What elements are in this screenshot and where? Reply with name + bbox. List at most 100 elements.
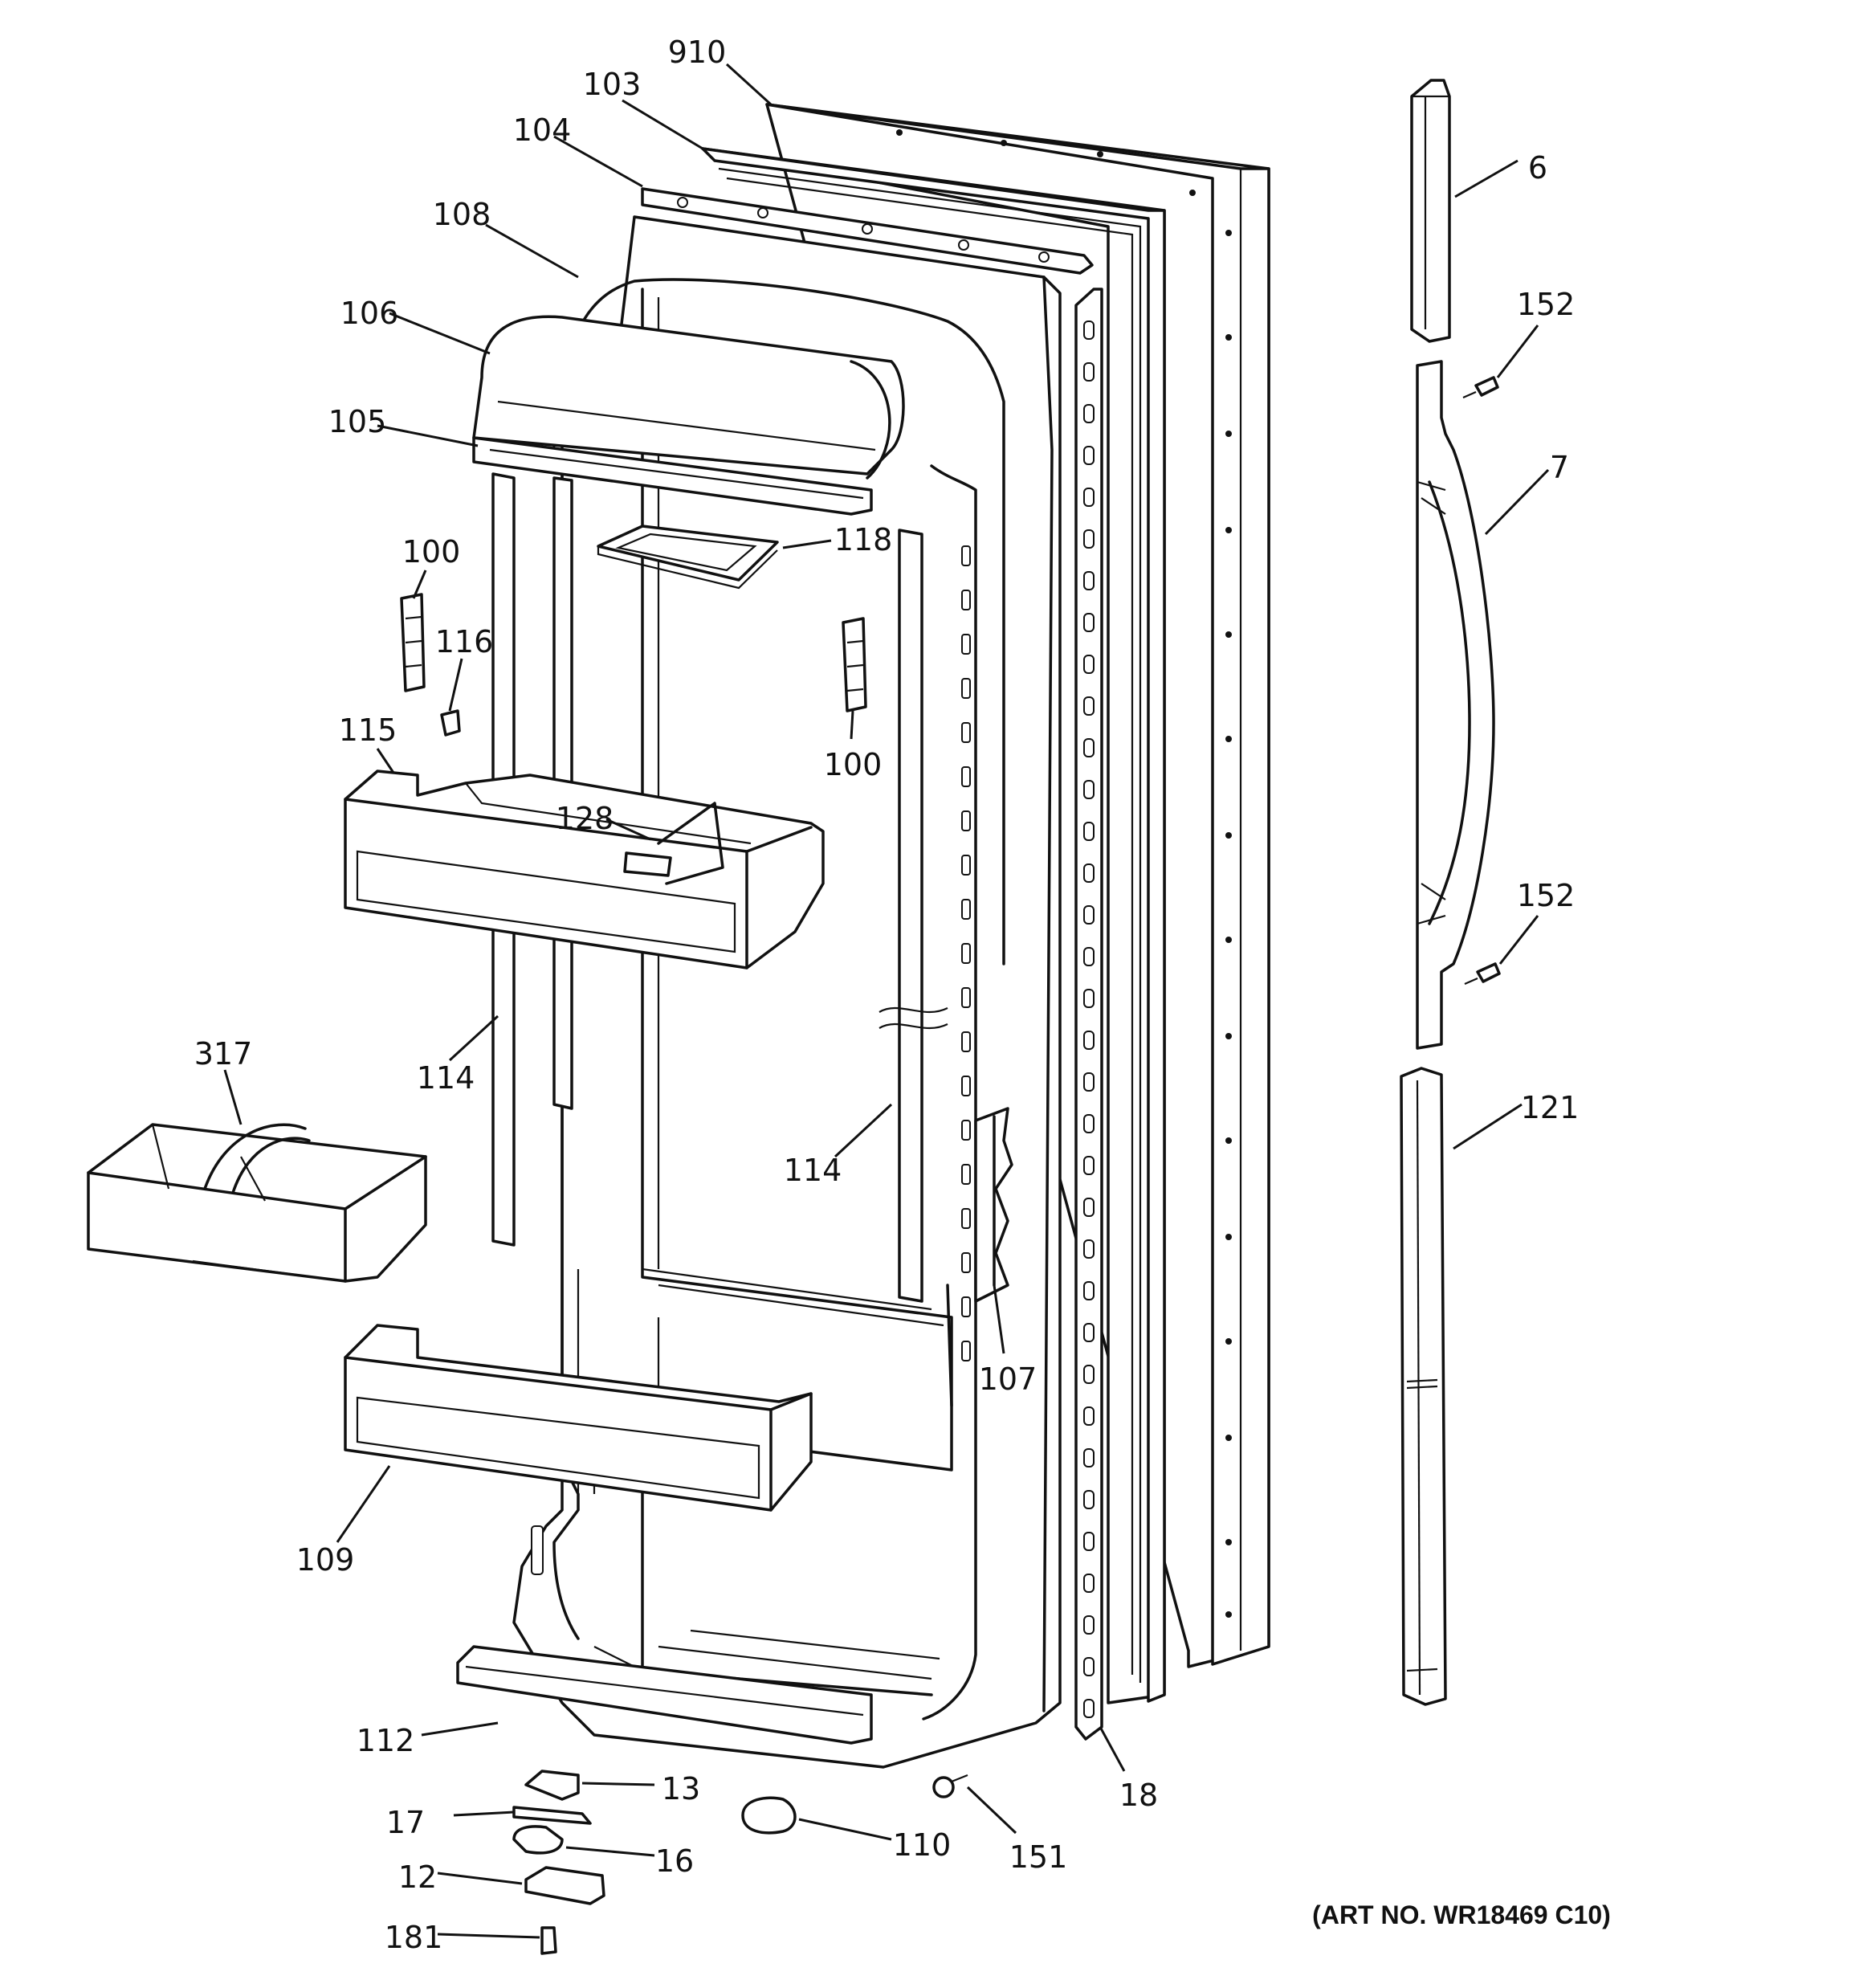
label-110: 110 — [893, 1827, 952, 1863]
label-112: 112 — [357, 1723, 415, 1758]
label-151: 151 — [1009, 1839, 1068, 1875]
gasket-strip-slot — [1083, 362, 1095, 382]
label-12: 12 — [398, 1859, 437, 1895]
gasket-strip-slot — [1083, 738, 1095, 757]
liner-rail-slot — [961, 1164, 971, 1185]
label-121: 121 — [1521, 1090, 1580, 1125]
label-115: 115 — [339, 712, 397, 748]
part-16-bushing — [512, 1825, 564, 1855]
part-114-right-rail — [879, 529, 948, 1303]
part-151-screw — [932, 1774, 968, 1798]
part-107-rail-section — [974, 1107, 1013, 1303]
part-103-door-gasket — [701, 147, 1166, 1704]
part-13-hinge-plate — [524, 1770, 580, 1801]
liner-rail-slot — [961, 634, 971, 655]
gasket-strip-slot — [1083, 1532, 1095, 1551]
label-910: 910 — [668, 35, 727, 70]
gasket-strip-slot — [1083, 446, 1095, 465]
label-18: 18 — [1119, 1778, 1158, 1813]
part-105-rail — [472, 436, 873, 516]
part-152-screw-top — [1462, 376, 1499, 399]
gasket-strip-slot — [1083, 1072, 1095, 1092]
liner-rail-slot — [961, 810, 971, 831]
label-103: 103 — [583, 67, 642, 102]
label-16: 16 — [655, 1843, 694, 1879]
gasket-strip-slot — [1083, 1031, 1095, 1050]
liner-rail-slot — [961, 855, 971, 876]
part-317-basket — [87, 1123, 427, 1283]
liner-rail-slot — [961, 943, 971, 964]
liner-rail-slot — [961, 987, 971, 1008]
label-152-bottom: 152 — [1517, 878, 1576, 913]
part-115-door-bin — [344, 769, 825, 970]
gasket-strip-slot — [1083, 863, 1095, 883]
liner-rail-slot — [961, 1296, 971, 1317]
liner-rail-slot — [961, 1252, 971, 1273]
label-104: 104 — [513, 112, 572, 148]
liner-rail-slot — [961, 1076, 971, 1096]
liner-rail-slot — [961, 899, 971, 920]
gasket-strip-slot — [1083, 571, 1095, 590]
gasket-strip-slot — [1083, 320, 1095, 340]
label-100-left: 100 — [402, 534, 461, 569]
gasket-strip-slot — [1083, 1281, 1095, 1300]
gasket-strip-slot — [1083, 947, 1095, 966]
gasket-strip-slot — [1083, 1365, 1095, 1384]
label-13: 13 — [662, 1771, 700, 1806]
gasket-strip-slot — [1083, 1156, 1095, 1175]
part-106-dairy-compartment — [472, 315, 905, 480]
part-12-hinge — [524, 1866, 605, 1905]
part-128-divider — [623, 851, 672, 877]
label-181: 181 — [385, 1920, 443, 1955]
part-116-clip — [440, 709, 461, 737]
leader-lines — [223, 63, 1550, 1939]
liner-rail-slot — [961, 1208, 971, 1229]
part-118-cover — [597, 525, 779, 590]
label-107: 107 — [979, 1361, 1037, 1397]
liner-rail-slot — [961, 678, 971, 699]
label-6: 6 — [1528, 150, 1547, 186]
gasket-strip-slot — [1083, 655, 1095, 674]
label-108: 108 — [433, 197, 491, 232]
label-114-right: 114 — [784, 1153, 842, 1188]
liner-rail-slot — [961, 722, 971, 743]
gasket-strip-slot — [1083, 404, 1095, 423]
part-17-spacer — [512, 1806, 592, 1825]
part-109-door-bin — [344, 1324, 813, 1512]
label-116: 116 — [435, 624, 494, 659]
liner-rail-slot — [961, 1341, 971, 1361]
part-18-gasket-strip — [1074, 288, 1103, 1741]
liner-rail-slot — [961, 1031, 971, 1052]
label-100-right: 100 — [824, 747, 883, 782]
label-17: 17 — [386, 1805, 425, 1840]
part-6-handle-cap-top — [1410, 79, 1451, 343]
label-317: 317 — [194, 1036, 253, 1072]
liner-rail-slot — [961, 545, 971, 566]
gasket-strip-slot — [1083, 1615, 1095, 1635]
gasket-strip-slot — [1083, 1198, 1095, 1217]
liner-rail-slot — [961, 590, 971, 610]
label-109: 109 — [296, 1542, 355, 1578]
label-7: 7 — [1550, 450, 1569, 485]
label-128: 128 — [556, 801, 614, 836]
gasket-strip-slot — [1083, 488, 1095, 507]
gasket-strip-slot — [1083, 1239, 1095, 1259]
label-105: 105 — [328, 404, 387, 439]
gasket-strip-slot — [1083, 822, 1095, 841]
gasket-strip-slot — [1083, 1406, 1095, 1426]
gasket-strip-slot — [1083, 1657, 1095, 1676]
gasket-strip-slot — [1083, 989, 1095, 1008]
part-100-clip-right — [842, 617, 867, 712]
gasket-strip-slot — [1083, 1490, 1095, 1509]
part-104-top-bracket — [641, 187, 1094, 275]
liner-rail-slot — [961, 1120, 971, 1141]
part-181-screw — [540, 1926, 557, 1955]
gasket-strip-slot — [1083, 780, 1095, 799]
gasket-strip-slot — [1083, 696, 1095, 716]
gasket-strip-slot — [1083, 1448, 1095, 1468]
art-number: (ART NO. WR18469 C10) — [1312, 1900, 1611, 1929]
gasket-strip-slot — [1083, 905, 1095, 925]
label-114-left: 114 — [417, 1060, 475, 1096]
part-152-screw-bottom — [1464, 962, 1501, 986]
gasket-strip-slot — [1083, 1574, 1095, 1593]
